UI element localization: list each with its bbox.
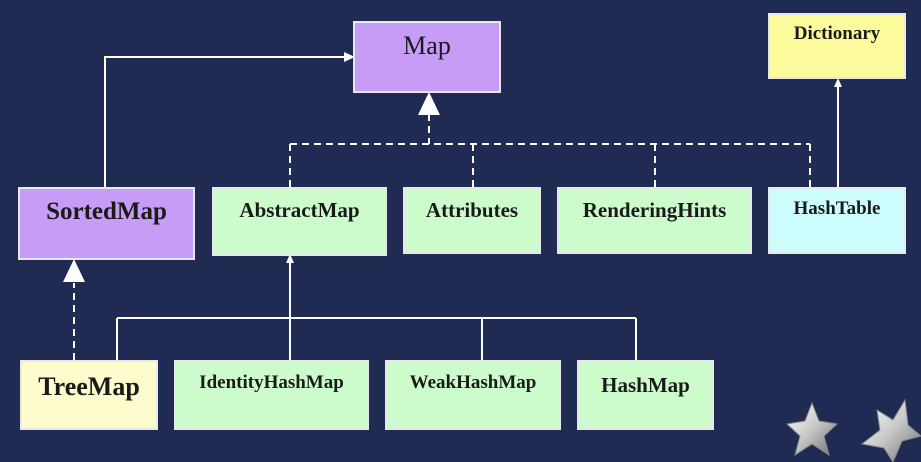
- identityhashmap-label: IdentityHashMap: [199, 372, 344, 393]
- star-icon: [860, 398, 921, 462]
- weakhashmap-label: WeakHashMap: [409, 372, 537, 393]
- hashmap-box: HashMap: [577, 360, 714, 430]
- sortedmap-label: SortedMap: [46, 198, 167, 225]
- abstractmap-box: AbstractMap: [212, 187, 387, 256]
- treemap-to-sortedmap-arrowhead: [63, 259, 85, 282]
- treemap-label: TreeMap: [38, 372, 140, 401]
- hashtable-box: HashTable: [768, 187, 906, 254]
- abstractmap-subclass-connectors: [116, 262, 637, 360]
- hashtable-label: HashTable: [793, 198, 881, 219]
- weakhashmap-box: WeakHashMap: [385, 360, 561, 430]
- hashmap-label: HashMap: [601, 373, 690, 397]
- sortedmap-box: SortedMap: [18, 187, 195, 260]
- sortedmap-to-map-connector: [104, 56, 345, 187]
- map-implementation-connectors: [289, 114, 811, 187]
- star-icon: [785, 401, 839, 457]
- dictionary-label: Dictionary: [793, 23, 881, 44]
- sortedmap-to-map-arrowhead: [344, 52, 355, 62]
- map-implementation-arrowhead: [418, 92, 440, 115]
- map-label: Map: [403, 31, 451, 60]
- abstractmap-subclass-arrowhead: [286, 254, 294, 263]
- identityhashmap-box: IdentityHashMap: [174, 360, 369, 430]
- attributes-box: Attributes: [403, 187, 541, 254]
- map-box: Map: [353, 21, 501, 93]
- attributes-label: Attributes: [425, 198, 519, 222]
- renderinghints-box: RenderingHints: [557, 187, 752, 254]
- abstractmap-label: AbstractMap: [239, 198, 360, 222]
- renderinghints-label: RenderingHints: [582, 198, 727, 222]
- hashtable-to-dictionary-arrowhead: [834, 78, 842, 87]
- treemap-box: TreeMap: [20, 360, 158, 430]
- dictionary-box: Dictionary: [768, 13, 906, 79]
